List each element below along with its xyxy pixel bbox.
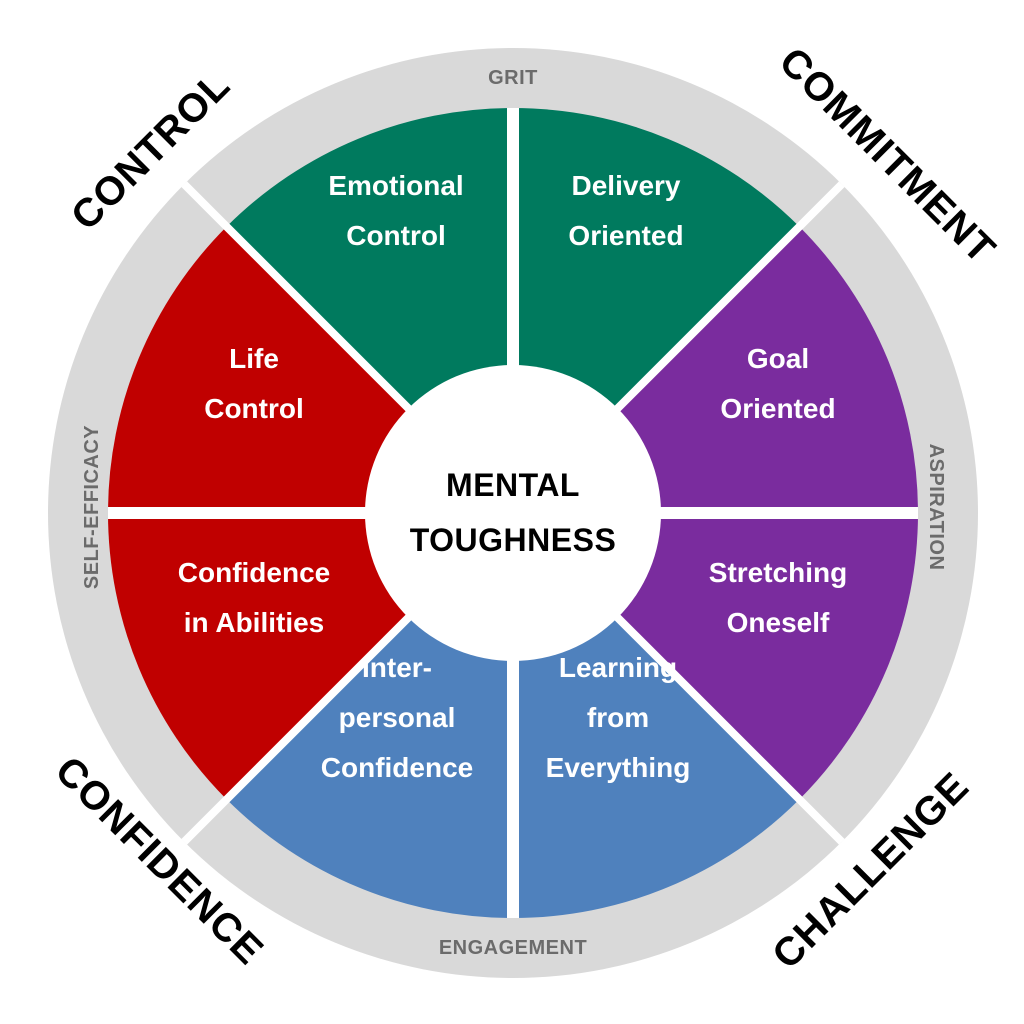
segment-label-stretching-oneself-line-2: Oneself: [727, 607, 830, 638]
segment-label-interpersonal-confidence-line-1: Inter-: [362, 652, 432, 683]
ring-label-aspiration: ASPIRATION: [925, 444, 947, 571]
center-title-line-2: TOUGHNESS: [410, 522, 617, 558]
segment-label-stretching-oneself-line-1: Stretching: [709, 557, 847, 588]
segment-label-life-control-line-2: Control: [204, 393, 304, 424]
segment-label-learning-from-everything-line-1: Learning: [559, 652, 677, 683]
segment-label-life-control-line-1: Life: [229, 343, 279, 374]
segment-label-confidence-in-abilities-line-1: Confidence: [178, 557, 330, 588]
segment-label-interpersonal-confidence-line-2: personal: [339, 702, 456, 733]
segment-label-emotional-control-line-1: Emotional: [328, 170, 463, 201]
segment-label-delivery-oriented-line-1: Delivery: [572, 170, 681, 201]
segment-label-confidence-in-abilities-line-2: in Abilities: [184, 607, 325, 638]
segment-label-emotional-control-line-2: Control: [346, 220, 446, 251]
segment-label-goal-oriented-line-1: Goal: [747, 343, 809, 374]
segment-label-delivery-oriented-line-2: Oriented: [568, 220, 683, 251]
segment-label-interpersonal-confidence-line-3: Confidence: [321, 752, 473, 783]
segment-label-learning-from-everything-line-3: Everything: [546, 752, 691, 783]
center-circle: [365, 365, 661, 661]
segment-labels: EmotionalControlDeliveryOrientedGoalOrie…: [178, 170, 847, 783]
ring-label-self-efficacy: SELF-EFFICACY: [81, 425, 103, 589]
center-title-line-1: MENTAL: [446, 467, 580, 503]
ring-label-grit: GRIT: [488, 67, 538, 89]
segment-label-goal-oriented-line-2: Oriented: [720, 393, 835, 424]
segment-label-learning-from-everything-line-2: from: [587, 702, 649, 733]
ring-label-engagement: ENGAGEMENT: [439, 937, 587, 959]
